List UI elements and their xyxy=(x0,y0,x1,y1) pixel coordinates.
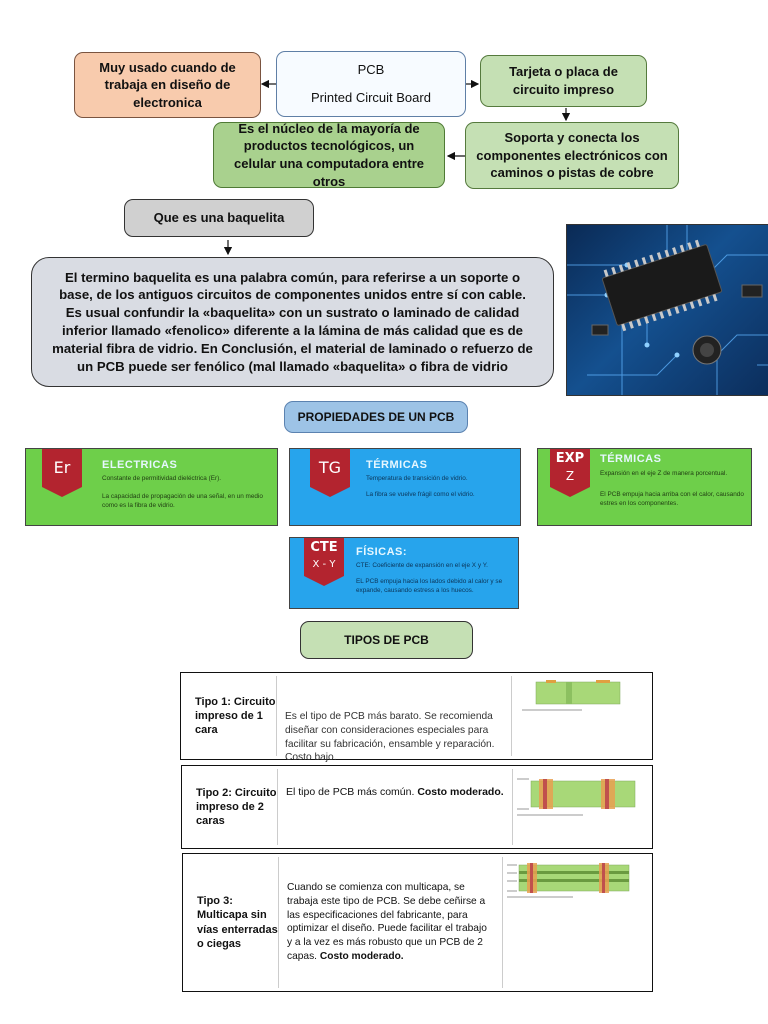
property-badge-box: CTE X - Y xyxy=(304,538,344,586)
type-name: Tipo 1: Circuito impreso de 1 cara xyxy=(185,676,277,756)
property-title: ELECTRICAS xyxy=(102,459,178,471)
type-cost: Costo moderado. xyxy=(319,950,404,962)
property-line1: Temperatura de transición de vidrio. xyxy=(366,475,468,482)
definition-node: Tarjeta o placa de circuito impreso xyxy=(480,55,647,107)
property-badge-sub: Z xyxy=(565,469,575,483)
property-card-termicas-tg: TG TÉRMICAS Temperatura de transición de… xyxy=(289,448,521,526)
property-title: FÍSICAS: xyxy=(356,546,408,558)
type-row-1: Tipo 1: Circuito impreso de 1 cara Es el… xyxy=(180,672,653,763)
property-badge: TG xyxy=(310,449,350,497)
property-line2: La capacidad de propagación de una señal… xyxy=(102,493,263,509)
support-node: Soporta y conecta los componentes electr… xyxy=(465,122,679,189)
property-line2: EL PCB empuja hacia los lados debido al … xyxy=(356,578,503,594)
type-diagram xyxy=(503,857,648,988)
usage-node: Muy usado cuando de trabaja en diseño de… xyxy=(74,52,261,118)
pcb-node: PCB Printed Circuit Board xyxy=(276,51,466,117)
property-badge-box: EXP Z xyxy=(550,449,590,497)
property-badge: CTE xyxy=(310,540,338,555)
property-card-fisicas: CTE X - Y FÍSICAS: CTE: Coeficiente de e… xyxy=(289,537,519,609)
type-row-2: Tipo 2: Circuito impreso de 2 caras El t… xyxy=(181,765,653,849)
property-line1: Expansión en el eje Z de manera porcentu… xyxy=(600,470,728,477)
layer-diagram-1 xyxy=(522,680,621,711)
property-badge: EXP xyxy=(555,451,585,466)
circuit-board-illustration xyxy=(567,225,768,395)
baquelita-question: Que es una baquelita xyxy=(124,199,314,237)
type-cost: Costo moderado. xyxy=(417,786,504,798)
property-title: TÉRMICAS xyxy=(366,459,428,471)
layer-diagram-2 xyxy=(517,778,636,816)
pcb-subtitle: Printed Circuit Board xyxy=(311,90,431,105)
circuit-board-photo xyxy=(566,224,768,396)
type-description: El tipo de PCB más común. Costo moderado… xyxy=(278,769,513,845)
property-card-electricas: Er ELECTRICAS Constante de permitividad … xyxy=(25,448,278,526)
property-badge-sub: X - Y xyxy=(312,559,336,570)
type-desc-text: Cuando se comienza con multicapa, se tra… xyxy=(287,882,487,962)
property-title: TÉRMICAS xyxy=(600,453,662,465)
baquelita-answer: El termino baquelita es una palabra comú… xyxy=(31,257,554,387)
properties-title: PROPIEDADES DE UN PCB xyxy=(284,401,468,433)
type-desc-text: Es el tipo de PCB más barato. Se recomie… xyxy=(285,711,495,764)
property-line1: Constante de permitividad dieléctrica (E… xyxy=(102,475,221,482)
property-line2: El PCB empuja hacia arriba con el calor,… xyxy=(600,491,744,507)
type-diagram xyxy=(513,769,648,845)
type-description: Es el tipo de PCB más barato. Se recomie… xyxy=(277,676,512,763)
core-node: Es el núcleo de la mayoría de productos … xyxy=(213,121,445,189)
type-desc-text: El tipo de PCB más común. xyxy=(286,786,415,798)
layer-diagram-3 xyxy=(507,863,630,898)
type-diagram xyxy=(512,676,648,756)
type-name: Tipo 2: Circuito impreso de 2 caras xyxy=(186,769,278,845)
pcb-title: PCB xyxy=(357,62,385,78)
type-name: Tipo 3: Multicapa sin vías enterradas o … xyxy=(187,857,279,988)
property-card-termicas-exp: EXP Z TÉRMICAS Expansión en el eje Z de … xyxy=(537,448,752,526)
type-description: Cuando se comienza con multicapa, se tra… xyxy=(279,857,503,988)
types-title: TIPOS DE PCB xyxy=(300,621,473,659)
property-line2: La fibra se vuelve frágil como el vidrio… xyxy=(366,491,475,498)
property-badge: Er xyxy=(42,449,82,497)
property-line1: CTE: Coeficiente de expansión en el eje … xyxy=(356,562,488,569)
type-row-3: Tipo 3: Multicapa sin vías enterradas o … xyxy=(182,853,653,992)
